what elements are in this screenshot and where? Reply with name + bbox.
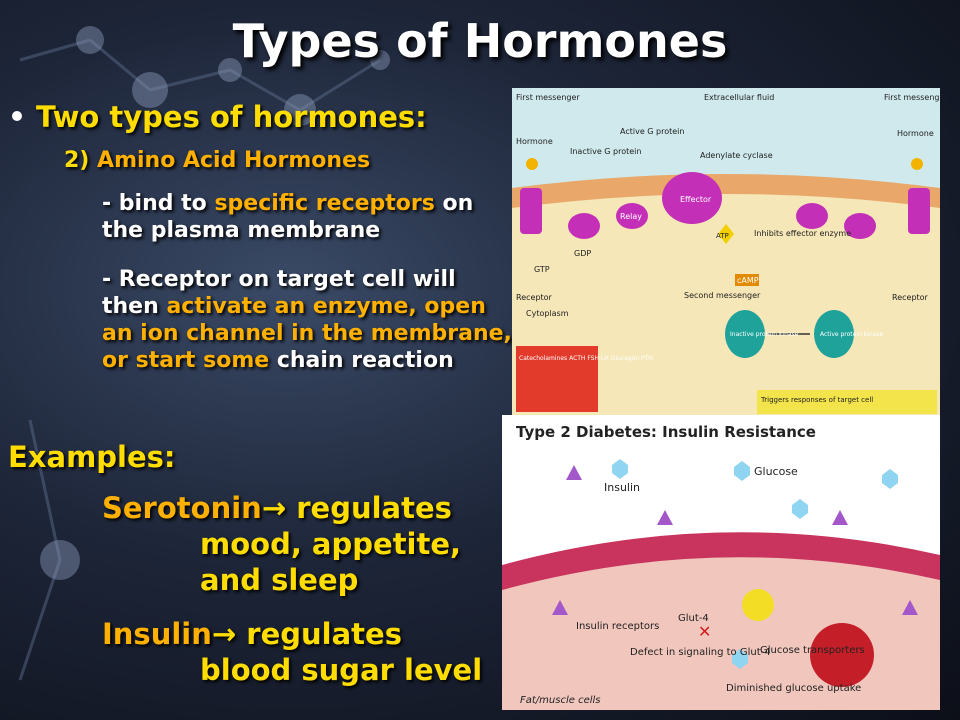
insulin-resistance-diagram: Type 2 Diabetes: Insulin Resistance Insu… <box>502 415 940 710</box>
hormone-left-icon <box>526 158 538 170</box>
active-kinase-shape <box>814 310 854 358</box>
point-two-highlight: activate an enzyme, open an ion channel … <box>102 294 512 373</box>
label-atp: ATP <box>716 232 729 240</box>
example-line: blood sugar level <box>200 653 483 687</box>
hormone-right-icon <box>911 158 923 170</box>
glucose-hexagon-icon <box>734 461 750 481</box>
example-insulin: Insulin→ regulates blood sugar level <box>102 616 482 688</box>
label-inhibits-effector: Inhibits effector enzyme <box>754 229 851 238</box>
label-active-g-protein: Active G protein <box>620 127 684 136</box>
plasma-membrane <box>512 174 940 208</box>
label-receptor-right: Receptor <box>892 293 929 302</box>
atp-star-icon <box>718 224 734 244</box>
slide-title: Types of Hormones <box>232 14 728 68</box>
examples-label: Examples: <box>8 440 176 474</box>
label-hormone-right: Hormone <box>897 129 934 138</box>
triggers-box <box>757 390 937 414</box>
label-cytoplasm: Cytoplasm <box>526 309 569 318</box>
point-two: - Receptor on target cell will then acti… <box>102 266 512 374</box>
label-glucose-transporters: Glucose transporters <box>760 645 865 656</box>
sub-heading: 2) Amino Acid Hormones <box>64 148 370 173</box>
point-two-tail: chain reaction <box>276 348 454 373</box>
label-gtp: GTP <box>534 265 550 274</box>
label-insulin: Insulin <box>604 481 640 494</box>
bullet-dot-icon <box>12 111 22 121</box>
label-inactive-kinase: Inactive protein kinase <box>730 331 799 338</box>
hormone-list-box <box>516 346 598 412</box>
label-adenylate-cyclase: Adenylate cyclase <box>700 151 773 160</box>
label-hormone-list: Catecholamines ACTH FSH LH Glucagon PTH <box>519 355 653 362</box>
label-camp: cAMP <box>737 276 759 285</box>
sub-number: 2) <box>64 148 90 173</box>
effector-shape <box>662 172 722 224</box>
point-one-highlight: specific receptors <box>214 191 435 216</box>
receptor-left-shape <box>520 188 542 234</box>
label-effector: Effector <box>680 195 712 204</box>
label-active-kinase: Active protein kinase <box>820 331 883 338</box>
nucleus-shape <box>810 623 874 687</box>
label-hormone-left: Hormone <box>516 137 553 146</box>
label-first-messenger-left: First messenger <box>516 93 580 102</box>
label-triggers-response: Triggers responses of target cell <box>760 396 873 404</box>
insulin-triangle-icon <box>566 465 582 480</box>
g-protein-signaling-diagram: First messenger Extracellular fluid Firs… <box>512 88 948 416</box>
main-bullet-text: Two types of hormones: <box>36 100 427 134</box>
inactive-kinase-shape <box>725 310 765 358</box>
label-inactive-g-protein: Inactive G protein <box>570 147 641 156</box>
point-one-lead: - bind to <box>102 191 207 216</box>
example-name: Insulin <box>102 617 212 651</box>
cell-cytoplasm <box>502 557 940 710</box>
block-x-icon: ✕ <box>698 622 711 641</box>
label-receptor-left: Receptor <box>516 293 553 302</box>
label-glut4: Glut-4 <box>678 613 709 624</box>
label-diminished-uptake: Diminished glucose uptake <box>726 683 861 694</box>
receptor-right-shape <box>908 188 930 234</box>
diagram-title: Type 2 Diabetes: Insulin Resistance <box>516 423 816 441</box>
example-serotonin: Serotonin→ regulates mood, appetite, and… <box>102 490 461 598</box>
example-name: Serotonin <box>102 491 262 525</box>
label-gdp: GDP <box>574 249 591 258</box>
label-defect-signaling: Defect in signaling to Glut-4 <box>630 647 771 658</box>
point-two-lead: - Receptor on target cell will then <box>102 267 456 319</box>
example-verb: regulates <box>236 617 402 651</box>
label-glucose: Glucose <box>754 465 798 478</box>
camp-box <box>735 274 759 286</box>
point-one: - bind to specific receptors on the plas… <box>102 190 512 244</box>
label-relay: Relay <box>620 212 642 221</box>
main-bullet: Two types of hormones: <box>12 100 427 134</box>
arrow-right-icon: → <box>211 617 237 651</box>
label-extracellular-fluid: Extracellular fluid <box>704 93 774 102</box>
sub-heading-text: Amino Acid Hormones <box>97 148 371 173</box>
arrow-right-icon: → <box>261 491 287 525</box>
label-second-messenger: Second messenger <box>684 291 761 300</box>
label-fat-muscle-cells: Fat/muscle cells <box>520 695 600 706</box>
point-one-rest: on the plasma membrane <box>102 191 474 243</box>
example-line: and sleep <box>200 563 359 597</box>
glut4-vesicle-icon <box>742 589 774 621</box>
example-verb: regulates <box>286 491 452 525</box>
label-first-messenger-right: First messenger <box>884 93 940 102</box>
label-insulin-receptors: Insulin receptors <box>576 621 659 632</box>
example-line: mood, appetite, <box>200 527 462 561</box>
